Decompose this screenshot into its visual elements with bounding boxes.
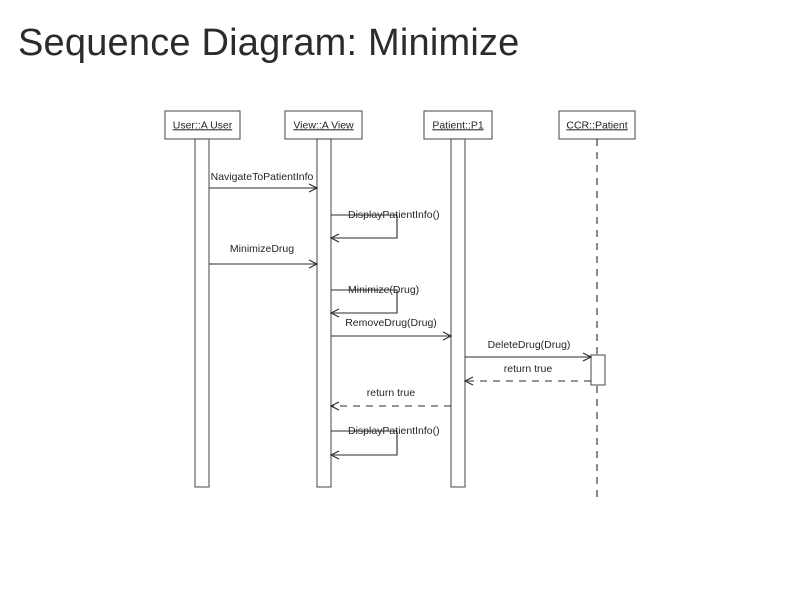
message-m6[interactable]: DeleteDrug(Drug) [465,339,593,362]
lifeline-header-box[interactable] [284,110,363,140]
message-label: DisplayPatientInfo() [348,425,440,437]
message-m9[interactable]: DisplayPatientInfo() [329,425,440,460]
message-m2[interactable]: DisplayPatientInfo() [329,209,440,243]
message-label: DeleteDrug(Drug) [488,339,571,351]
message-line [331,289,398,314]
lifeline-label: Patient::P1 [432,119,484,131]
message-m7[interactable]: return true [463,363,591,386]
arrow-head [329,450,340,460]
activation-bar[interactable] [316,138,332,488]
message-label: return true [367,387,416,399]
message-m5[interactable]: RemoveDrug(Drug) [331,317,453,341]
lifeline-view[interactable]: View::A View [284,110,363,488]
message-m1[interactable]: NavigateToPatientInfo [209,171,319,193]
lifeline-label: View::A View [293,119,354,131]
lifelines-layer: User::A User View::A View Patient::P1 CCR::… [164,110,636,500]
arrow-head [308,259,319,269]
lifeline-header-box[interactable] [558,110,636,140]
lifeline-patient[interactable]: Patient::P1 [423,110,493,488]
page-title: Sequence Diagram: Minimize [18,22,520,64]
lifeline-header-box[interactable] [164,110,241,140]
arrow-head [463,376,474,386]
arrow-head [308,183,319,193]
message-line [331,430,398,456]
arrow-head [329,233,340,243]
lifeline-header-box[interactable] [423,110,493,140]
activation-bar[interactable] [450,138,466,488]
message-m8[interactable]: return true [329,387,451,411]
message-label: RemoveDrug(Drug) [345,317,437,329]
message-m4[interactable]: Minimize(Drug) [329,284,419,318]
arrow-head [329,401,340,411]
message-line [331,214,398,239]
lifeline-label: User::A User [173,119,233,131]
lifeline-user[interactable]: User::A User [164,110,241,488]
messages-layer: NavigateToPatientInfoDisplayPatientInfo(… [209,171,593,460]
lifeline-label: CCR::Patient [566,119,627,131]
arrow-head [582,352,593,362]
message-label: return true [504,363,553,375]
message-label: NavigateToPatientInfo [211,171,314,183]
arrow-head [442,331,453,341]
arrow-head [329,308,340,318]
lifeline-ccr[interactable]: CCR::Patient [558,110,636,500]
message-label: MinimizeDrug [230,243,294,255]
message-label: Minimize(Drug) [348,284,419,296]
activation-bar[interactable] [194,138,210,488]
activation-bar[interactable] [590,354,606,386]
message-m3[interactable]: MinimizeDrug [209,243,319,269]
message-label: DisplayPatientInfo() [348,209,440,221]
